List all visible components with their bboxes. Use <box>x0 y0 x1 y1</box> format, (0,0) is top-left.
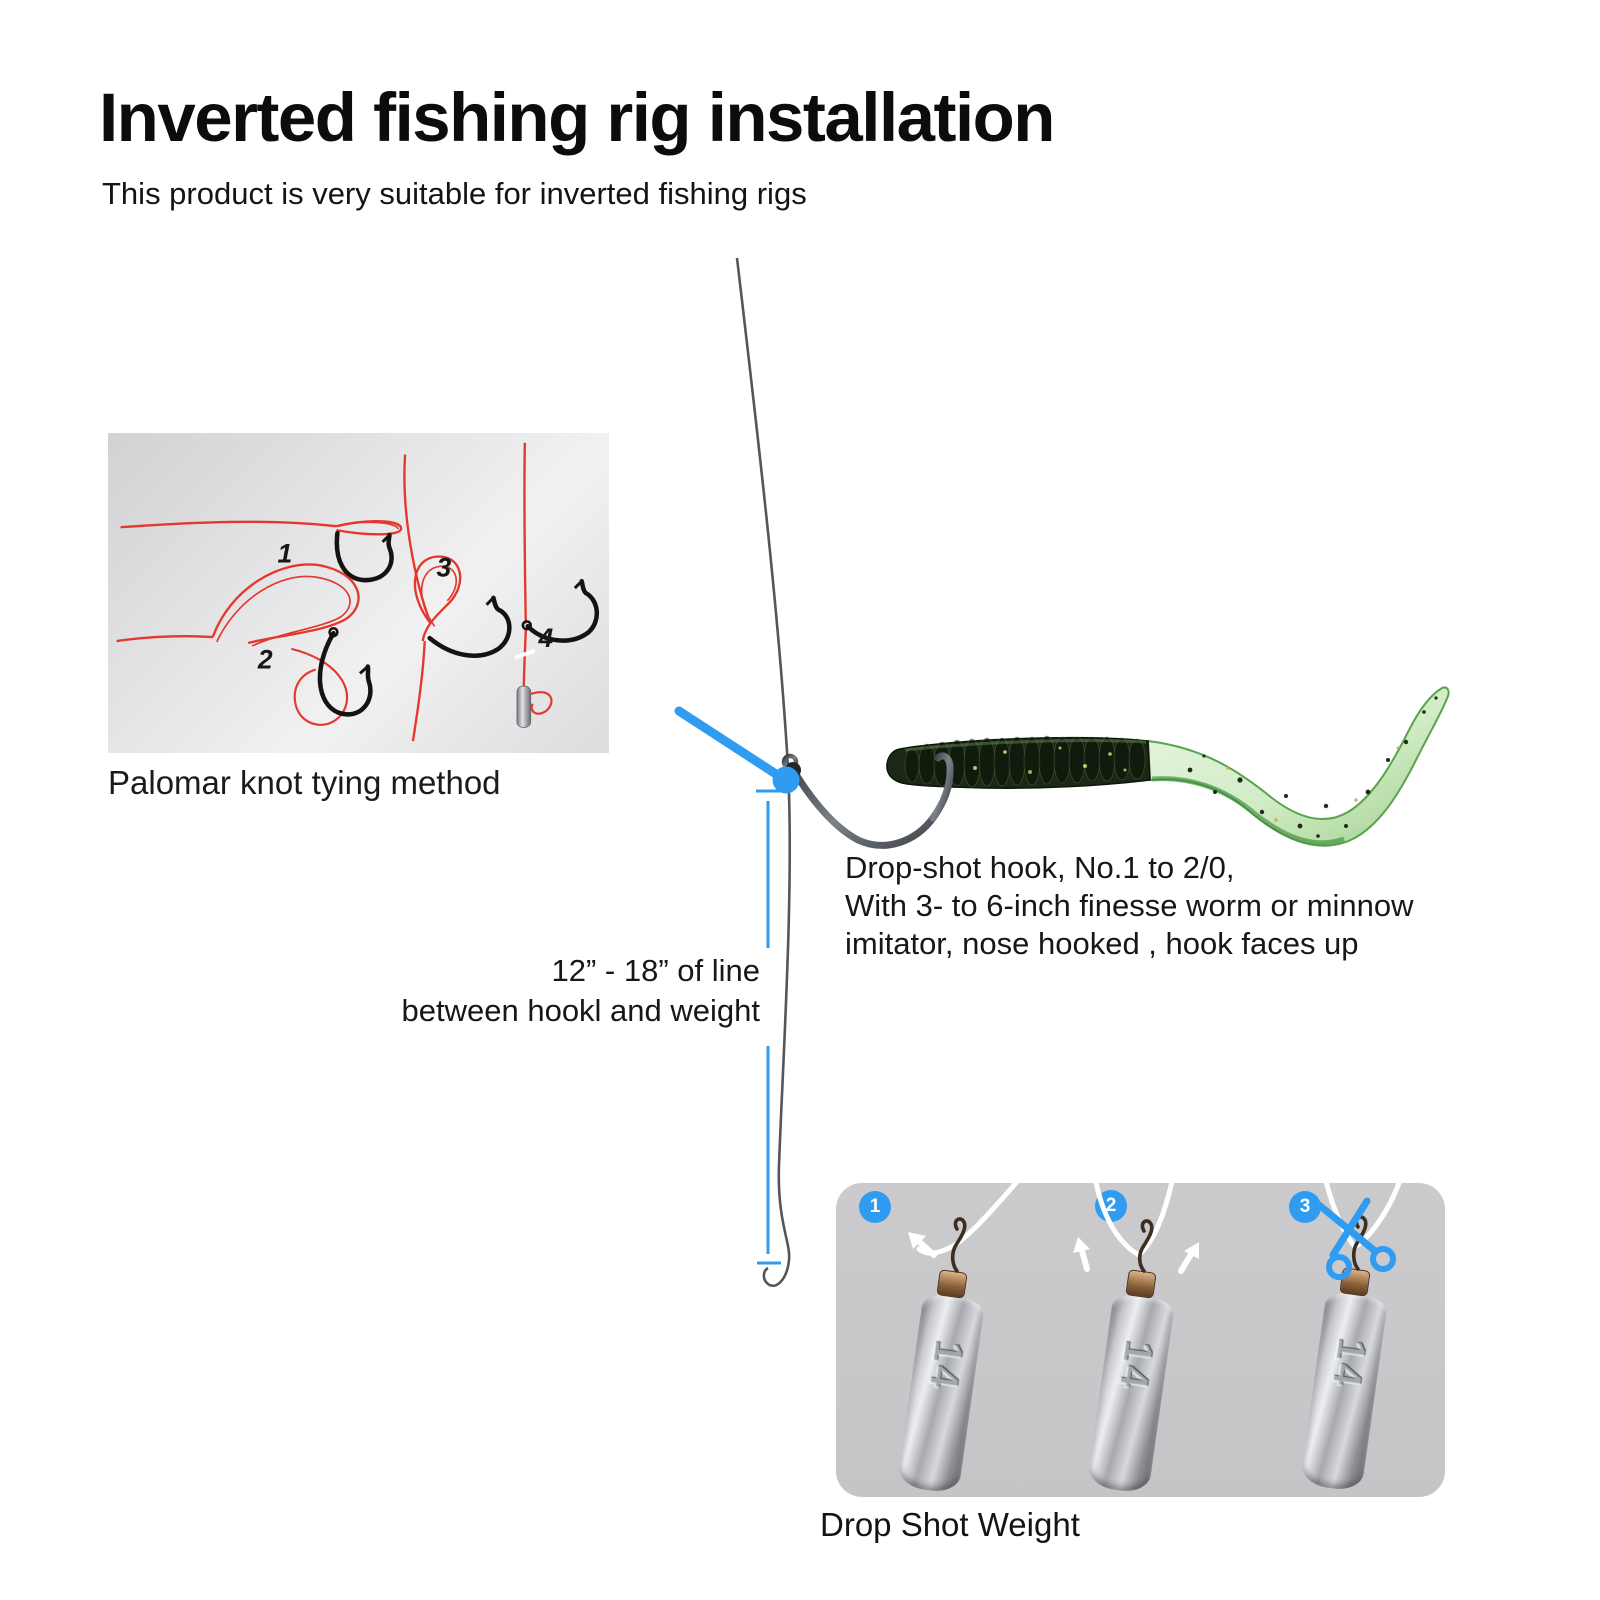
line-length-note: 12” - 18” of line between hookl and weig… <box>300 951 760 1031</box>
weight-step-1: 1 14 <box>836 1183 1041 1497</box>
palomar-caption: Palomar knot tying method <box>108 764 501 801</box>
tail-speckles <box>1187 696 1438 838</box>
fishing-line-white <box>916 1183 1020 1256</box>
palomar-step-1-drawing: 1 <box>120 520 403 583</box>
fishing-line-white <box>1093 1183 1142 1258</box>
palomar-knot-illustration: 1 2 <box>116 442 599 742</box>
page-title: Inverted fishing rig installation <box>99 79 1055 156</box>
direction-arrow-icon <box>1178 1242 1199 1274</box>
palomar-step-2-drawing: 2 <box>116 563 373 726</box>
fishing-line-white <box>1138 1183 1175 1256</box>
palomar-step-3-drawing: 3 <box>403 454 512 742</box>
knot-pointer <box>674 706 800 794</box>
tail-gold-flecks <box>1226 746 1400 822</box>
clip-wire <box>950 1217 967 1273</box>
direction-arrow-icon <box>908 1232 937 1258</box>
finesse-worm <box>886 686 1450 847</box>
step-badge: 1 <box>859 1191 891 1223</box>
svg-text:1: 1 <box>278 539 293 569</box>
weight-step-2: 2 14 <box>1041 1183 1241 1497</box>
line-length-note-line1: 12” - 18” of line <box>551 953 761 988</box>
weight-step-3: 3 14 <box>1241 1183 1445 1497</box>
palomar-step-4-drawing: 4 <box>514 442 599 728</box>
fishing-line <box>735 257 792 1287</box>
hook-description-line3: imitator, nose hooked , hook faces up <box>845 926 1359 961</box>
clip-wire <box>1137 1219 1154 1273</box>
svg-text:2: 2 <box>257 645 273 675</box>
weight-step-2-drawing <box>1073 1183 1199 1274</box>
weight-step-1-drawing <box>908 1183 1020 1273</box>
svg-text:3: 3 <box>437 552 452 582</box>
weight-step-3-drawing <box>1315 1183 1402 1280</box>
svg-text:4: 4 <box>538 623 554 653</box>
worm-tail <box>1146 686 1450 847</box>
scissors-icon <box>1315 1197 1396 1280</box>
step-badge: 3 <box>1289 1191 1321 1223</box>
fishing-line-white <box>1355 1183 1402 1248</box>
hook-description: Drop-shot hook, No.1 to 2/0, With 3- to … <box>845 849 1414 963</box>
page-subtitle: This product is very suitable for invert… <box>102 176 807 211</box>
length-measurement-line <box>756 789 781 1265</box>
worm-glitter <box>943 746 1127 774</box>
weight-panel-caption: Drop Shot Weight <box>820 1506 1080 1543</box>
drop-shot-weight-panel: 1 14 2 14 <box>836 1183 1445 1497</box>
hook-description-line2: With 3- to 6-inch finesse worm or minnow <box>845 888 1414 923</box>
line-length-note-line2: between hookl and weight <box>401 993 760 1028</box>
palomar-knot-panel: 1 2 <box>108 433 609 753</box>
direction-arrow-icon <box>1073 1237 1090 1272</box>
hook-description-line1: Drop-shot hook, No.1 to 2/0, <box>845 850 1235 885</box>
